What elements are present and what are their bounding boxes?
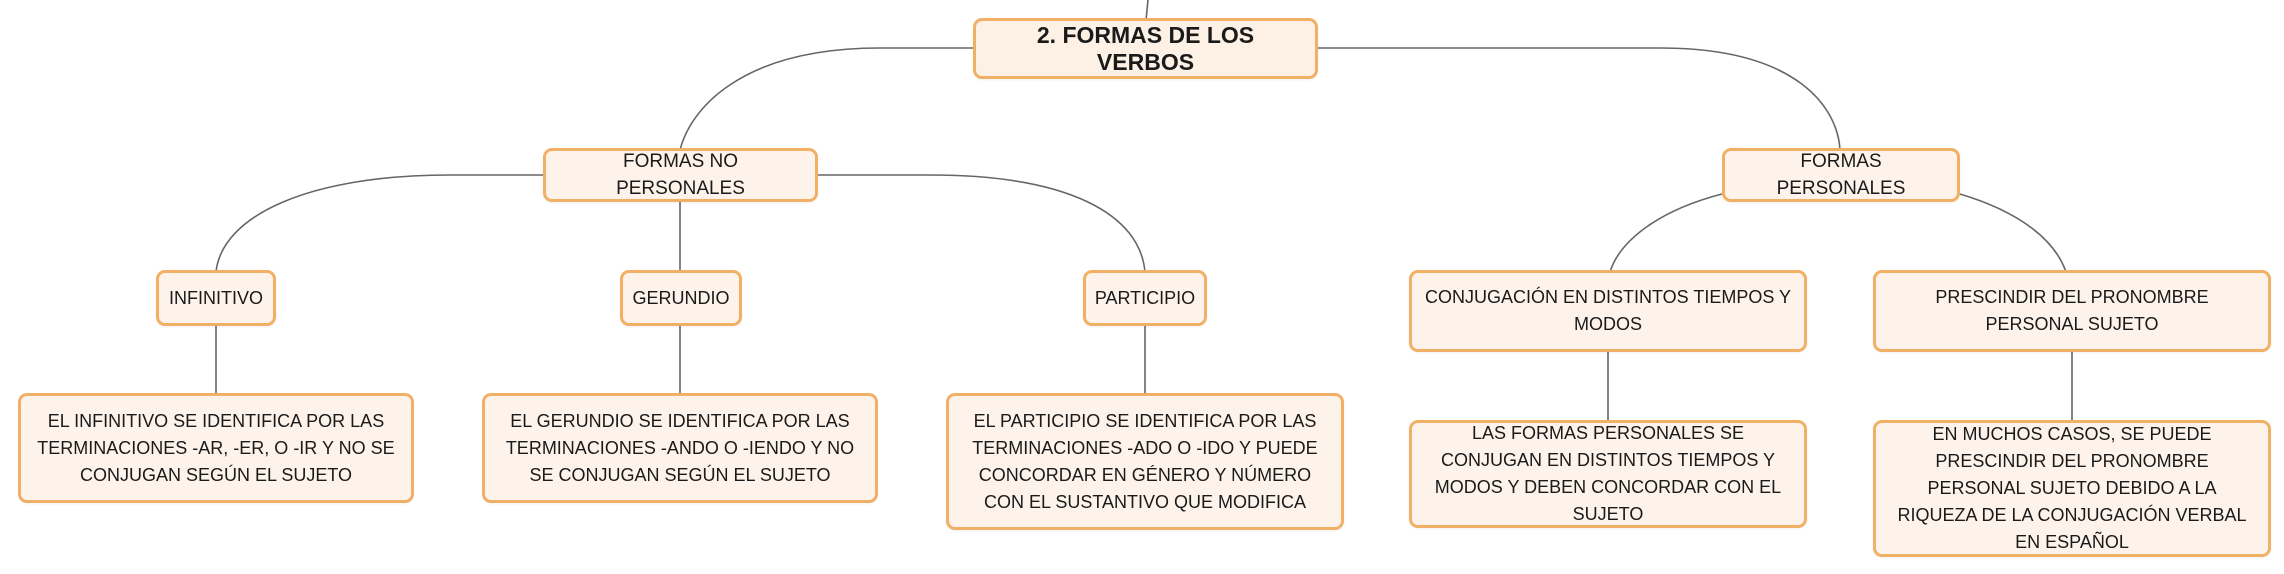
detail-text: EL GERUNDIO SE IDENTIFICA POR LAS TERMIN… xyxy=(505,410,855,485)
node-label: PRESCINDIR DEL PRONOMBRE PERSONAL SUJETO xyxy=(1935,287,2209,334)
detail-gerundio[interactable]: EL GERUNDIO SE IDENTIFICA POR LAS TERMIN… xyxy=(482,393,878,503)
detail-prescindir-pronombre[interactable]: EN MUCHOS CASOS, SE PUEDE PRESCINDIR DEL… xyxy=(1873,420,2271,557)
detail-text: EN MUCHOS CASOS, SE PUEDE PRESCINDIR DEL… xyxy=(1897,424,2247,552)
connector-no-personales-participio xyxy=(818,174,1146,273)
node-label: FORMAS PERSONALES xyxy=(1776,151,1906,199)
detail-text: EL PARTICIPIO SE IDENTIFICA POR LAS TERM… xyxy=(972,410,1318,512)
connector-personales-pronombre xyxy=(1959,193,2067,273)
connector-root-no-personales xyxy=(679,47,973,151)
connector-no-personales-infinitivo xyxy=(215,174,543,273)
node-formas-no-personales[interactable]: FORMAS NO PERSONALES xyxy=(543,148,818,202)
node-label: FORMAS NO PERSONALES xyxy=(616,151,745,199)
root-label: 2. FORMAS DE LOS VERBOS xyxy=(1036,21,1255,75)
root-node[interactable]: 2. FORMAS DE LOS VERBOS xyxy=(973,18,1318,79)
detail-conjugacion[interactable]: LAS FORMAS PERSONALES SE CONJUGAN EN DIS… xyxy=(1409,420,1807,528)
connector-root-personales xyxy=(1318,47,1841,151)
node-gerundio[interactable]: GERUNDIO xyxy=(620,270,742,326)
node-participio[interactable]: PARTICIPIO xyxy=(1083,270,1207,326)
detail-text: LAS FORMAS PERSONALES SE CONJUGAN EN DIS… xyxy=(1434,423,1782,524)
node-label: INFINITIVO xyxy=(169,287,263,308)
detail-participio[interactable]: EL PARTICIPIO SE IDENTIFICA POR LAS TERM… xyxy=(946,393,1344,530)
node-label: CONJUGACIÓN EN DISTINTOS TIEMPOS Y MODOS xyxy=(1424,287,1792,334)
node-conjugacion[interactable]: CONJUGACIÓN EN DISTINTOS TIEMPOS Y MODOS xyxy=(1409,270,1807,352)
connector-root-parent xyxy=(1145,0,1149,21)
connector-personales-conjugacion xyxy=(1609,193,1723,273)
node-prescindir-pronombre[interactable]: PRESCINDIR DEL PRONOMBRE PERSONAL SUJETO xyxy=(1873,270,2271,352)
detail-infinitivo[interactable]: EL INFINITIVO SE IDENTIFICA POR LAS TERM… xyxy=(18,393,414,503)
node-label: PARTICIPIO xyxy=(1094,287,1196,308)
node-formas-personales[interactable]: FORMAS PERSONALES xyxy=(1722,148,1960,202)
node-infinitivo[interactable]: INFINITIVO xyxy=(156,270,276,326)
detail-text: EL INFINITIVO SE IDENTIFICA POR LAS TERM… xyxy=(37,410,395,485)
node-label: GERUNDIO xyxy=(632,287,730,308)
